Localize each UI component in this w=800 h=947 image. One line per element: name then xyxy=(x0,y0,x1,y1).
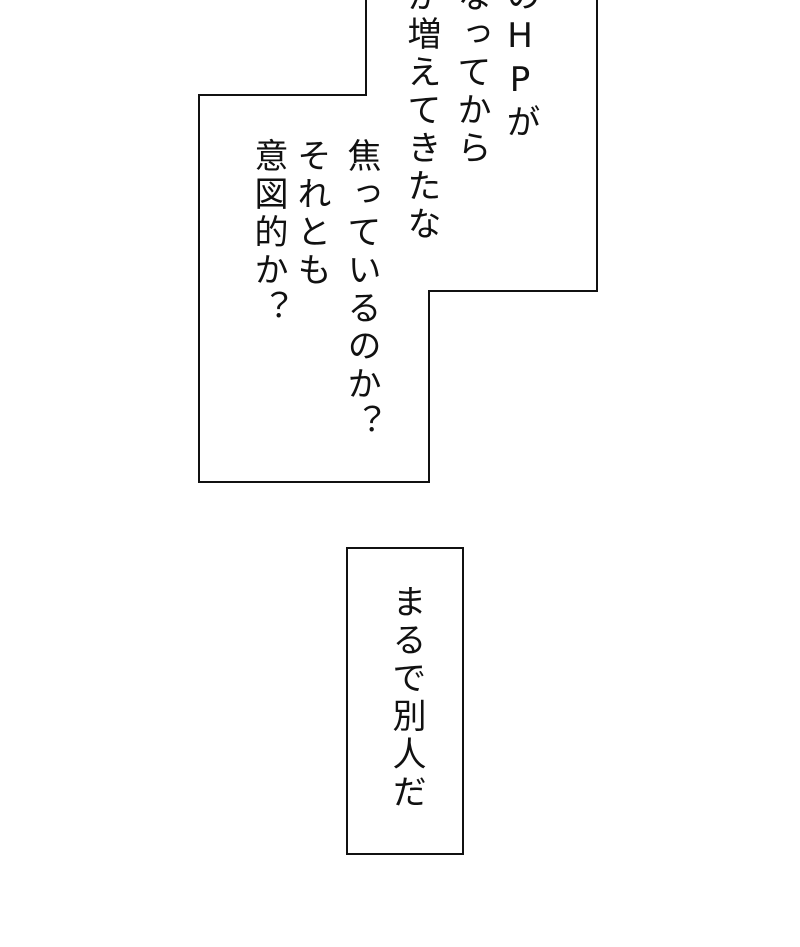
text-line: のHPが xyxy=(500,0,540,142)
text-line: まるで別人だ xyxy=(386,584,426,812)
text-line: なってから xyxy=(451,0,491,168)
text-line: それとも xyxy=(291,138,331,290)
text-line: が増えてきたな xyxy=(401,0,441,244)
caption-box-2 xyxy=(346,547,464,855)
text-line: 意図的か？ xyxy=(248,138,288,328)
caption-box-1 xyxy=(198,0,598,483)
text-line: 焦っているのか？ xyxy=(341,138,381,442)
